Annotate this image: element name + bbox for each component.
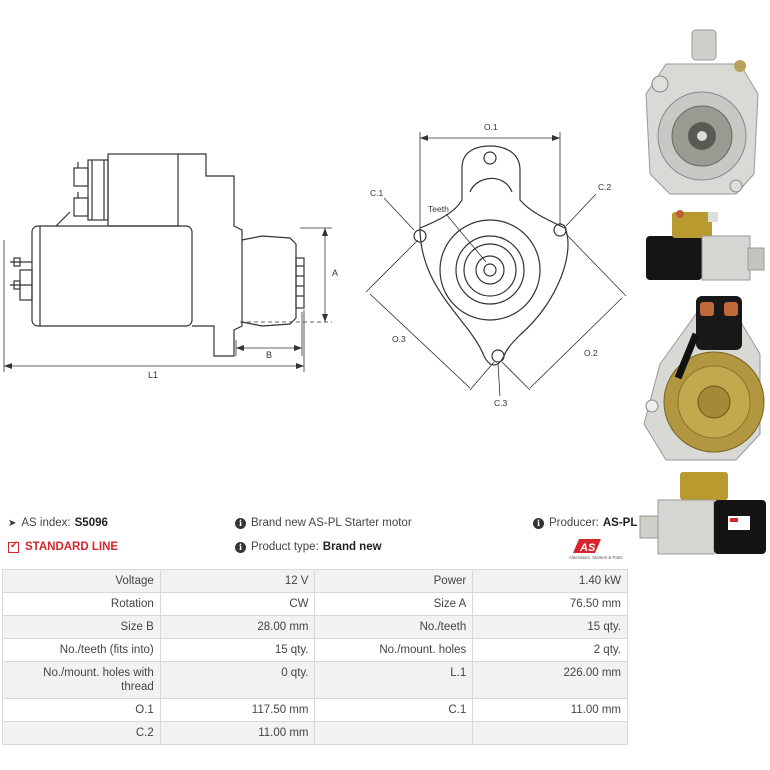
- product-type-label: Product type:: [251, 541, 319, 553]
- spec-label: O.1: [2, 698, 161, 722]
- logo-tagline: Alternators, Starters & Parts: [569, 555, 623, 560]
- description: i Brand new AS-PL Starter motor: [235, 517, 412, 529]
- producer-label: Producer:: [549, 517, 599, 529]
- spec-label: Size B: [2, 615, 161, 639]
- spec-label: [314, 721, 474, 745]
- spec-value: 2 qty.: [472, 638, 628, 662]
- product-photo-top: [639, 472, 766, 555]
- spec-label: C.2: [2, 721, 161, 745]
- dim-c2-label: C.2: [598, 182, 612, 192]
- dim-o1-label: O.1: [484, 122, 498, 132]
- spec-value: 226.00 mm: [472, 661, 628, 699]
- spec-value: 15 qty.: [159, 638, 316, 662]
- spec-value: 28.00 mm: [159, 615, 316, 639]
- producer-value: AS-PL: [602, 517, 638, 529]
- info-icon: i: [235, 541, 246, 553]
- spec-label: L.1: [314, 661, 474, 699]
- as-index-label: AS index:: [21, 517, 71, 529]
- spec-label: No./mount. holes: [314, 638, 474, 662]
- dim-c3-label: C.3: [494, 398, 508, 408]
- product-type-value: Brand new: [322, 541, 382, 553]
- spec-label: Voltage: [2, 569, 161, 593]
- dim-o2-label: O.2: [584, 348, 598, 358]
- as-index-value: S5096: [74, 517, 108, 529]
- tag-icon: ➤: [8, 517, 17, 529]
- spec-value: 12 V: [159, 569, 316, 593]
- info-icon: i: [235, 517, 246, 529]
- standard-line: ✓ STANDARD LINE: [8, 539, 119, 553]
- product-photo-rear: [643, 296, 765, 461]
- spec-value: 15 qty.: [472, 615, 628, 639]
- product-photo-front: [645, 29, 759, 195]
- dim-l1-label: L1: [148, 370, 158, 380]
- as-pl-logo-mark: AS Alternators, Starters & Parts: [569, 539, 623, 560]
- as-pl-logo: AS Alternators, Starters & Parts: [565, 537, 627, 561]
- standard-line-label: STANDARD LINE: [25, 541, 119, 553]
- front-view-drawing: O.1 O.2 O.3 C.1 C.2 C.3 Teeth: [365, 122, 627, 408]
- spec-label: No./teeth (fits into): [2, 638, 161, 662]
- spec-value: [472, 721, 628, 745]
- side-view-drawing: A B L1: [3, 153, 338, 380]
- dim-a-label: A: [332, 268, 338, 278]
- spec-value: 11.00 mm: [159, 721, 316, 745]
- spec-label: C.1: [314, 698, 474, 722]
- product-type: i Product type: Brand new: [235, 541, 382, 553]
- spec-value: 11.00 mm: [472, 698, 628, 722]
- spec-value: CW: [159, 592, 316, 616]
- spec-value: 1.40 kW: [472, 569, 628, 593]
- spec-label: Size A: [314, 592, 474, 616]
- spec-label: Power: [314, 569, 474, 593]
- spec-label: No./teeth: [314, 615, 474, 639]
- producer: i Producer: AS-PL: [533, 517, 637, 529]
- dim-b-label: B: [266, 350, 272, 360]
- dim-o3-label: O.3: [392, 334, 406, 344]
- spec-value: 117.50 mm: [159, 698, 316, 722]
- description-text: Brand new AS-PL Starter motor: [251, 517, 412, 529]
- as-index: ➤ AS index: S5096: [8, 517, 108, 529]
- spec-value: 76.50 mm: [472, 592, 628, 616]
- flange-outline: [419, 145, 569, 366]
- product-photo-side: [646, 210, 765, 281]
- dim-c1-label: C.1: [370, 188, 384, 198]
- spec-value: 0 qty.: [159, 661, 316, 699]
- logo-mark-text: AS: [579, 542, 596, 554]
- table-row: No./teeth (fits into)15 qty.No./mount. h…: [2, 638, 628, 662]
- spec-label: No./mount. holes with thread: [2, 661, 161, 699]
- info-icon: i: [533, 517, 544, 529]
- checkbox-icon: ✓: [8, 539, 19, 553]
- teeth-label: Teeth: [428, 204, 449, 214]
- spec-label: Rotation: [2, 592, 161, 616]
